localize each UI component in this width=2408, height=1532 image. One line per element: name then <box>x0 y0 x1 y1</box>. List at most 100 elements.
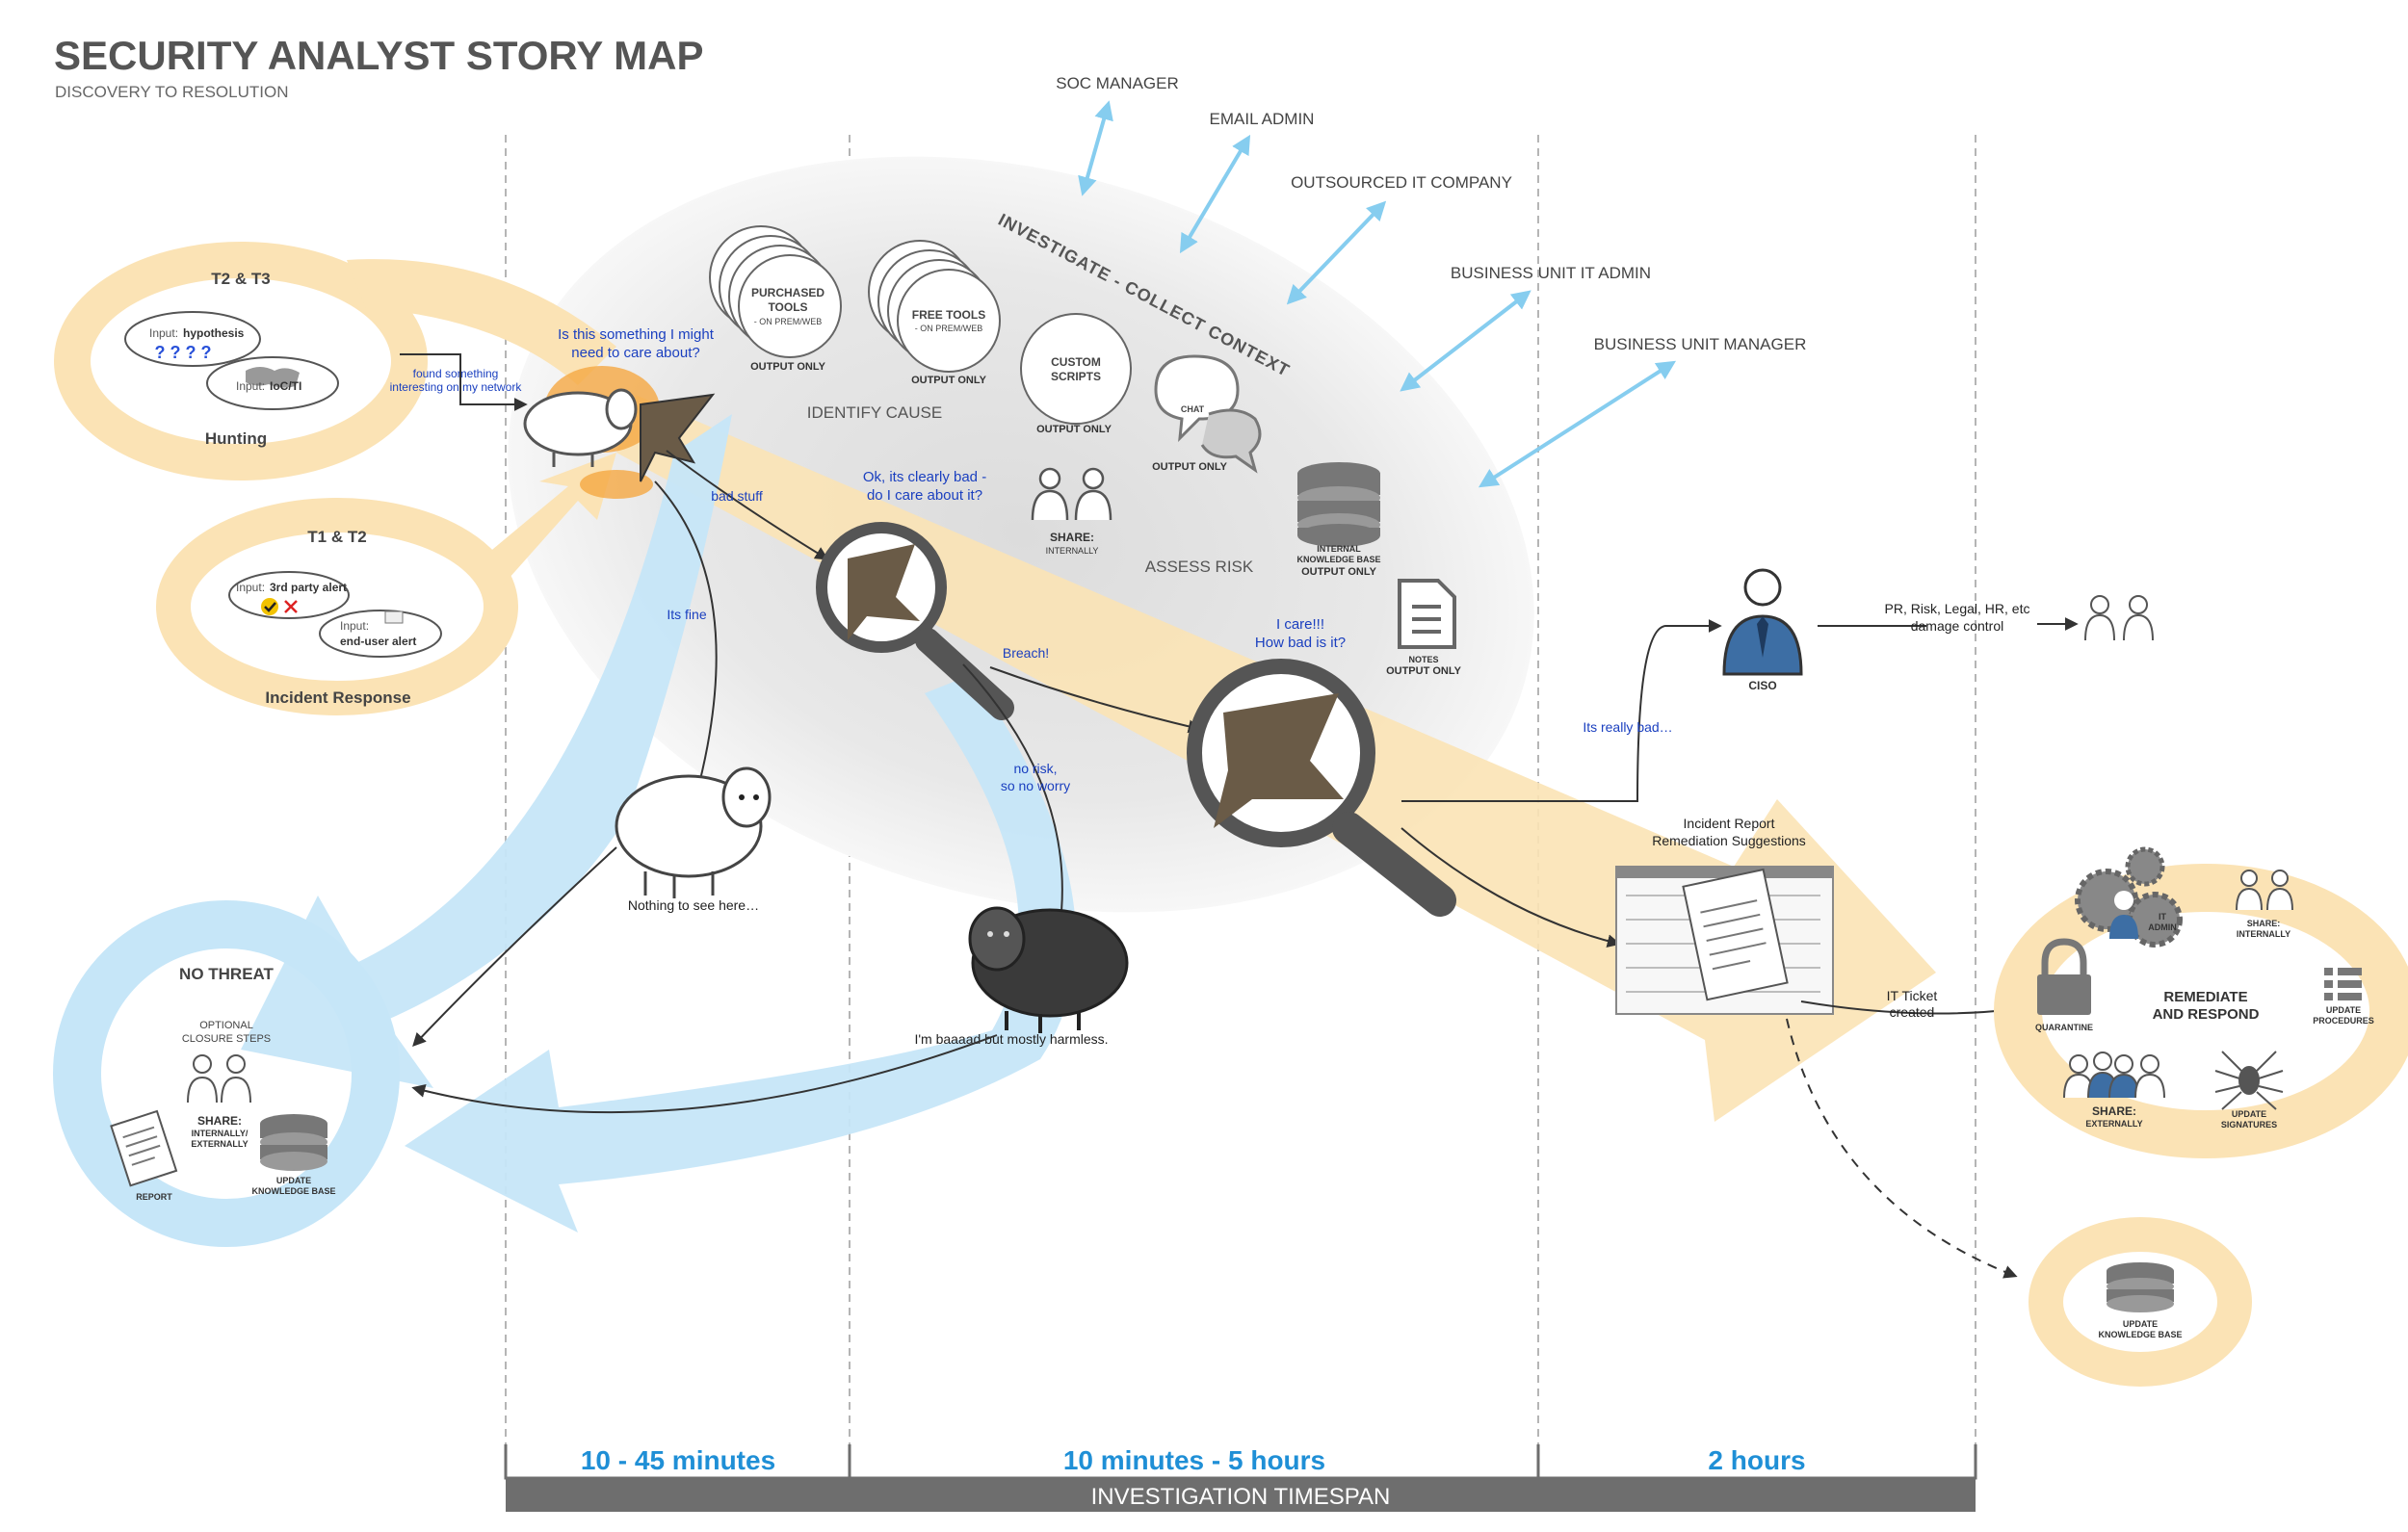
custom-scripts-circle <box>1020 313 1132 425</box>
incident-report-document <box>1615 866 1834 1015</box>
ciso-label: CISO <box>1748 679 1776 692</box>
share-label: SHARE: <box>1050 531 1094 544</box>
sheep-icon <box>523 388 638 467</box>
purchased-tools-stack <box>709 225 842 358</box>
its-fine-label: Its fine <box>667 607 706 622</box>
free-tools-label: FREE TOOLS <box>912 308 985 322</box>
no-threat-update-1: UPDATE <box>276 1176 311 1185</box>
no-risk-line1: no risk, <box>1013 761 1057 776</box>
chat-icon <box>1154 354 1262 474</box>
checkmark-icon <box>261 598 298 615</box>
soc-manager-arrow <box>1078 100 1113 196</box>
ciso-person-icon <box>1722 568 1803 676</box>
page-title: SECURITY ANALYST STORY MAP <box>54 33 703 78</box>
bad-stuff-label: bad stuff <box>711 488 763 504</box>
people-icon <box>2084 595 2154 641</box>
purchased-tools-label-2: TOOLS <box>768 300 807 314</box>
question-1-line1: Is this something I might <box>558 326 715 343</box>
breach-label: Breach! <box>1003 645 1049 661</box>
share-internally-label: INTERNALLY <box>1046 546 1099 556</box>
it-ticket-line2: created <box>1890 1004 1935 1020</box>
share-externally-icon <box>2063 1052 2165 1099</box>
blue-return-arrow-1 <box>241 414 732 1088</box>
spider-icon <box>2214 1051 2284 1110</box>
incident-label: Incident Response <box>265 688 410 707</box>
breach-arrow <box>989 666 1202 734</box>
nothing-to-see-label: Nothing to see here… <box>628 897 759 913</box>
kb-output: OUTPUT ONLY <box>1301 566 1376 578</box>
rem-share-ext-1: SHARE: <box>2092 1104 2136 1118</box>
found-text-2: interesting on my network <box>390 380 523 394</box>
kb-update-database-icon <box>2107 1262 2174 1312</box>
assess-risk-label: ASSESS RISK <box>1145 558 1254 576</box>
hunting-input1-prefix: Input: <box>149 326 178 340</box>
bu-manager-arrow <box>1478 360 1677 488</box>
incident-report-line1: Incident Report <box>1684 816 1775 831</box>
remediate-center-2: AND RESPOND <box>2153 1006 2260 1023</box>
kb-label-1: INTERNAL <box>1317 544 1361 554</box>
dashed-kb-arrow <box>1786 1018 2018 1279</box>
hunting-to-sheep-arrow <box>400 353 528 411</box>
incident-response-ring <box>156 498 518 715</box>
update-sig-1: UPDATE <box>2232 1109 2266 1119</box>
bad-stuff-arrow <box>666 450 829 560</box>
incident-report-line2: Remediation Suggestions <box>1652 833 1806 848</box>
remediate-center-1: REMEDIATE <box>2163 989 2247 1005</box>
timeline-segment-3: 2 hours <box>1708 1445 1805 1475</box>
no-threat-people-icon <box>187 1054 251 1104</box>
hunting-input2: IoC/TI <box>270 379 301 393</box>
incident-input2-prefix: Input: <box>340 619 369 633</box>
stakeholder-bu-manager: BUSINESS UNIT MANAGER <box>1594 335 1807 353</box>
question-3-line1: I care!!! <box>1276 616 1324 633</box>
kb-update-1: UPDATE <box>2123 1319 2158 1329</box>
incident-input-end-user <box>319 610 442 658</box>
hunting-input2-prefix: Input: <box>236 379 265 393</box>
hunting-label: Hunting <box>205 429 267 448</box>
purchased-tools-label-1: PURCHASED <box>751 286 824 299</box>
question-1-line2: need to care about? <box>571 345 699 361</box>
no-threat-share-2: INTERNALLY/ <box>192 1129 249 1138</box>
white-sheep-icon <box>615 766 772 898</box>
custom-scripts-label-2: SCRIPTS <box>1051 370 1101 383</box>
rem-share-ext-2: EXTERNALLY <box>2085 1119 2142 1129</box>
question-3-line2: How bad is it? <box>1255 635 1346 651</box>
stakeholder-email-admin: EMAIL ADMIN <box>1210 110 1315 128</box>
it-admin-1: IT <box>2159 912 2167 922</box>
hunting-question-marks: ? ? ? ? <box>155 343 212 362</box>
remediate-ring <box>1994 864 2408 1158</box>
chat-output: OUTPUT ONLY <box>1152 461 1227 473</box>
incident-title: T1 & T2 <box>307 528 366 546</box>
outsourced-it-arrow <box>1286 200 1387 305</box>
hunting-input-hypothesis <box>124 311 261 367</box>
timeline-bar-label: INVESTIGATION TIMESPAN <box>1091 1484 1391 1510</box>
free-tools-stack <box>868 240 1001 373</box>
report-icon <box>110 1109 178 1187</box>
really-bad-label: Its really bad… <box>1583 719 1672 735</box>
free-tools-sub: - ON PREM/WEB <box>915 324 983 333</box>
kb-update-2: KNOWLEDGE BASE <box>2098 1330 2182 1339</box>
list-icon <box>2324 968 2362 1000</box>
hunting-tail <box>347 259 616 385</box>
timeline-segment-1: 10 - 45 minutes <box>581 1445 775 1475</box>
lock-icon <box>2037 938 2091 1015</box>
stakeholder-soc-manager: SOC MANAGER <box>1056 74 1179 92</box>
hunting-title: T2 & T3 <box>211 270 270 288</box>
bu-it-admin-arrow <box>1400 290 1531 392</box>
found-text-1: found something <box>413 367 499 380</box>
page-subtitle: DISCOVERY TO RESOLUTION <box>55 83 288 101</box>
no-threat-optional-2: CLOSURE STEPS <box>182 1033 271 1045</box>
incident-input-3rd-party <box>228 571 350 619</box>
blue-return-arrow-2 <box>405 674 1077 1233</box>
large-magnifier-icon <box>1187 659 1456 917</box>
rem-share-int-2: INTERNALLY <box>2237 929 2290 939</box>
purchased-tools-sub: - ON PREM/WEB <box>754 317 823 326</box>
gear-icon <box>2075 846 2183 948</box>
envelope-icon <box>384 610 404 624</box>
no-threat-share-3: EXTERNALLY <box>191 1139 248 1149</box>
stakeholder-outsourced-it: OUTSOURCED IT COMPANY <box>1291 173 1512 192</box>
hunting-input1: hypothesis <box>183 326 245 340</box>
question-2-line1: Ok, its clearly bad - <box>863 469 986 485</box>
no-threat-share: SHARE: <box>197 1114 242 1128</box>
world-map-icon <box>246 367 300 388</box>
update-proc-1: UPDATE <box>2326 1005 2361 1015</box>
